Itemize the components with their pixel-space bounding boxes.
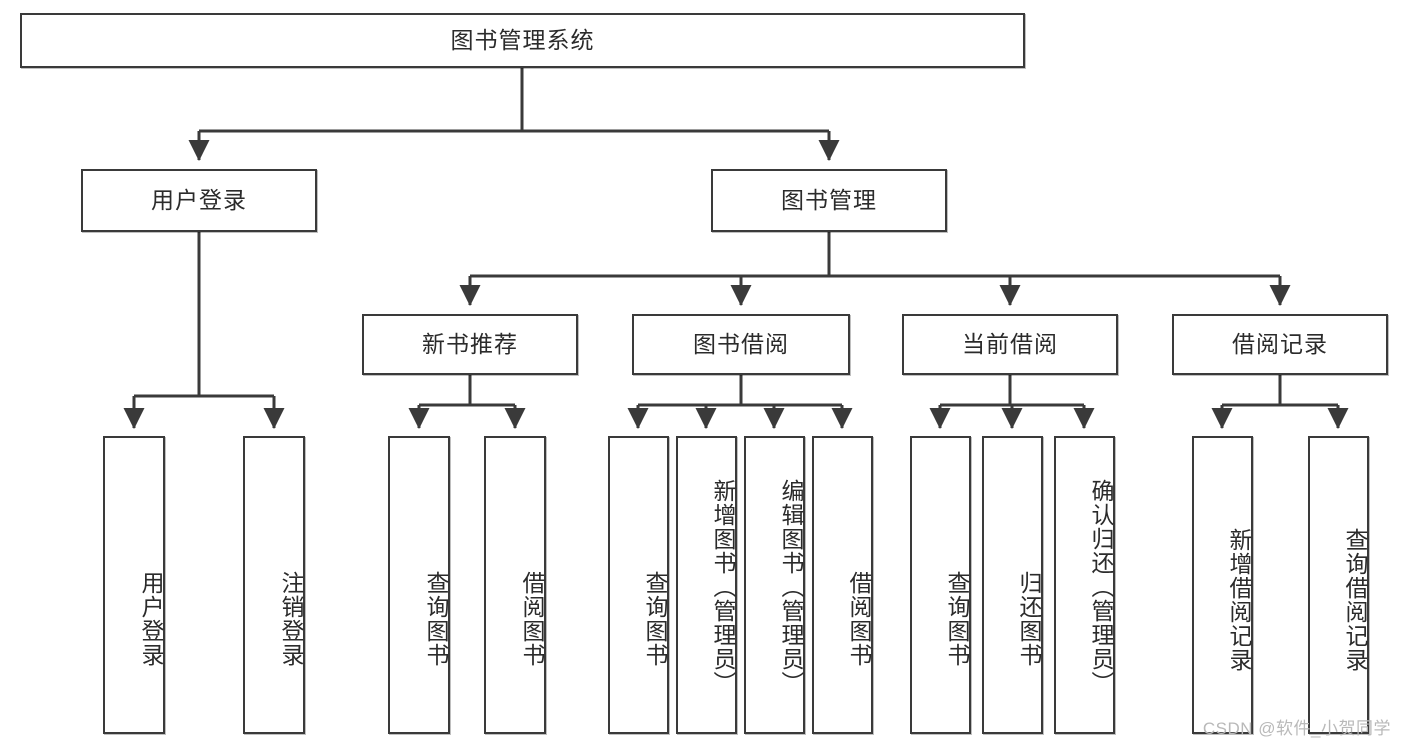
node-leaf-rec-borrow-book[interactable]: 借阅图书 [484,436,546,734]
watermark-text: CSDN @软件_小贺同学 [1202,719,1391,738]
node-leaf-cb-return-book[interactable]: 归还图书 [982,436,1043,734]
node-leaf-rec-query-book[interactable]: 查询图书 [388,436,450,734]
node-new-book-rec[interactable]: 新书推荐 [362,314,578,375]
node-leaf-bb-edit-book[interactable]: 编辑图书（管理员） [744,436,805,734]
node-book-manage[interactable]: 图书管理 [711,169,947,232]
node-leaf-br-add-record-label: 新增借阅记录 [1226,528,1252,672]
node-user-login[interactable]: 用户登录 [81,169,317,232]
node-leaf-cb-return-book-label: 归还图书 [1016,571,1042,667]
node-leaf-user-logout-label: 注销登录 [278,571,304,667]
node-user-login-label: 用户登录 [151,186,247,213]
node-leaf-br-query-record[interactable]: 查询借阅记录 [1308,436,1369,734]
node-current-borrow-label: 当前借阅 [962,330,1058,357]
node-root-label: 图书管理系统 [450,26,595,53]
node-leaf-cb-confirm-return[interactable]: 确认归还（管理员） [1054,436,1115,734]
node-leaf-user-logout[interactable]: 注销登录 [243,436,305,734]
node-leaf-user-login[interactable]: 用户登录 [103,436,165,734]
node-leaf-rec-borrow-book-label: 借阅图书 [519,571,545,667]
node-leaf-br-add-record[interactable]: 新增借阅记录 [1192,436,1253,734]
node-leaf-bb-add-book[interactable]: 新增图书（管理员） [676,436,737,734]
node-leaf-cb-query-book[interactable]: 查询图书 [910,436,971,734]
node-leaf-bb-edit-book-label: 编辑图书（管理员） [778,479,804,695]
node-root[interactable]: 图书管理系统 [20,13,1025,68]
node-leaf-rec-query-book-label: 查询图书 [423,571,449,667]
node-new-book-rec-label: 新书推荐 [422,330,518,357]
node-leaf-bb-query-book[interactable]: 查询图书 [608,436,669,734]
node-leaf-bb-add-book-label: 新增图书（管理员） [710,479,736,695]
node-current-borrow[interactable]: 当前借阅 [902,314,1118,375]
node-borrow-record[interactable]: 借阅记录 [1172,314,1388,375]
node-book-borrow-label: 图书借阅 [693,330,789,357]
node-borrow-record-label: 借阅记录 [1232,330,1328,357]
node-book-manage-label: 图书管理 [781,186,877,213]
node-book-borrow[interactable]: 图书借阅 [632,314,850,375]
node-leaf-cb-confirm-return-label: 确认归还（管理员） [1088,479,1114,695]
node-leaf-bb-borrow-book[interactable]: 借阅图书 [812,436,873,734]
node-leaf-br-query-record-label: 查询借阅记录 [1342,528,1368,672]
node-leaf-user-login-label: 用户登录 [138,571,164,667]
node-leaf-bb-borrow-book-label: 借阅图书 [846,571,872,667]
node-leaf-cb-query-book-label: 查询图书 [944,571,970,667]
node-leaf-bb-query-book-label: 查询图书 [642,571,668,667]
